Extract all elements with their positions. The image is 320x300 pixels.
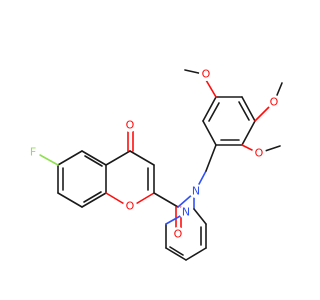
amide-nitrogen-label: N	[192, 185, 200, 198]
pyridine-ring	[165, 192, 207, 261]
fluorine-atom-label: F	[30, 146, 36, 159]
trimethoxyphenyl-ring	[184, 69, 283, 153]
pyranone-ring	[105, 129, 155, 206]
molecule-structure: F O O O N N O O O	[26, 67, 283, 261]
benzyl-linker	[197, 144, 217, 187]
pyridine-nitrogen-label: N	[182, 206, 190, 219]
atom-labels: F O O O N N O O O	[26, 67, 281, 241]
methoxy-oxygen-right-label: O	[270, 96, 279, 109]
methoxy-oxygen-bottom-label: O	[255, 147, 264, 160]
amide-oxygen-label: O	[174, 228, 183, 241]
ketone-oxygen-label: O	[126, 119, 135, 132]
fluoro-bond	[39, 154, 59, 166]
methoxy-oxygen-top-label: O	[202, 68, 211, 81]
chromone-benzo-ring	[57, 150, 107, 208]
ring-oxygen-label: O	[126, 200, 135, 213]
